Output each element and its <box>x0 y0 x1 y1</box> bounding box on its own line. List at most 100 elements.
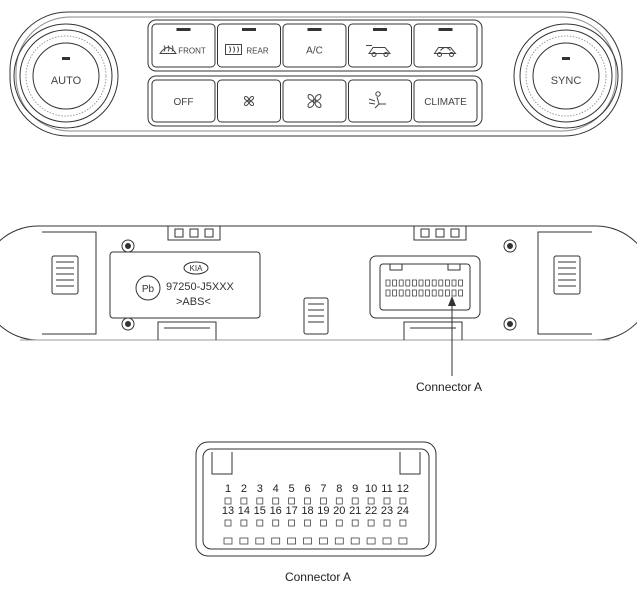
rear-pin <box>451 289 457 297</box>
fresh-air-icon <box>366 45 392 57</box>
climate-button-a-c[interactable]: A/C <box>282 23 347 68</box>
pin-3: 3 <box>256 483 264 505</box>
detail-bottom-teeth <box>223 537 408 545</box>
pin-socket <box>240 519 248 527</box>
left-side-connector <box>51 255 79 295</box>
button-face <box>282 23 347 68</box>
rear-pin <box>405 279 411 287</box>
pin-socket <box>335 497 343 505</box>
climate-button-front[interactable]: FRONT <box>151 23 216 68</box>
indicator-led <box>176 28 191 31</box>
left-end-pocket <box>42 231 97 335</box>
terminal-tooth <box>255 537 265 545</box>
connector-a-pin-block <box>385 279 464 297</box>
bottom-clip-right <box>403 321 463 340</box>
terminal-tooth <box>223 537 233 545</box>
pin-number: 16 <box>270 505 282 517</box>
top-clip-right <box>413 226 467 241</box>
front-defrost-icon <box>159 45 177 54</box>
indicator-led <box>242 28 256 31</box>
bottom-button-row-frame <box>147 75 483 127</box>
climate-button-off[interactable]: OFF <box>151 79 216 123</box>
pin-20: 20 <box>333 505 345 527</box>
climate-button-recirculation[interactable] <box>413 23 478 68</box>
pin-socket <box>256 519 264 527</box>
pin-socket <box>367 497 375 505</box>
pin-5: 5 <box>288 483 296 505</box>
panel-inner-outline <box>15 16 617 132</box>
rear-pin <box>431 279 437 287</box>
rear-pin <box>385 279 391 287</box>
pin-number: 9 <box>352 483 358 495</box>
fan-up-icon <box>307 94 322 108</box>
climate-button-rear[interactable]: REAR <box>217 23 281 68</box>
brand-logo-text: KIA <box>190 264 204 273</box>
pin-12: 12 <box>397 483 409 505</box>
button-face <box>282 79 347 123</box>
pin-4: 4 <box>272 483 280 505</box>
rear-pin <box>385 289 391 297</box>
pin-number: 13 <box>222 505 234 517</box>
pin-number: 6 <box>304 483 310 495</box>
button-face <box>413 23 478 68</box>
rear-pin <box>411 279 417 287</box>
indicator-led <box>373 28 387 31</box>
pin-23: 23 <box>381 505 393 527</box>
pin-socket <box>351 519 359 527</box>
rear-pin <box>451 279 457 287</box>
auto-knob-label: AUTO <box>51 75 82 87</box>
pin-number: 24 <box>397 505 409 517</box>
lead-free-mark <box>135 275 161 301</box>
pin-number: 7 <box>320 483 326 495</box>
panel-outline <box>9 11 623 137</box>
top-clip-left <box>167 226 221 241</box>
pin-socket <box>288 519 296 527</box>
climate-button-fresh-air[interactable] <box>348 23 412 68</box>
climate-button-fan-up[interactable] <box>282 79 347 123</box>
pin-number: 23 <box>381 505 393 517</box>
rear-pin <box>418 289 424 297</box>
climate-button-climate[interactable]: CLIMATE <box>413 79 478 123</box>
button-face <box>151 23 216 68</box>
pin-number: 17 <box>285 505 297 517</box>
pin-socket <box>224 497 232 505</box>
climate-button-mode[interactable] <box>348 79 412 123</box>
pin-number: 1 <box>225 483 231 495</box>
indicator-led <box>438 28 453 31</box>
sync-knob[interactable]: SYNC <box>513 23 619 129</box>
pin-19: 19 <box>317 505 330 527</box>
material-code: >ABS< <box>176 296 211 308</box>
terminal-tooth <box>366 537 376 545</box>
rear-pin <box>425 279 431 287</box>
pin-9: 9 <box>351 483 359 505</box>
pin-2: 2 <box>240 483 248 505</box>
bottom-clip-left <box>157 321 217 340</box>
pin-socket <box>351 497 359 505</box>
part-number: 97250-J5XXX <box>166 281 235 293</box>
knob-indicator <box>62 57 70 60</box>
pin-18: 18 <box>301 505 314 527</box>
pin-24: 24 <box>397 505 409 527</box>
climate-button-fan-down[interactable] <box>217 79 281 123</box>
rear-pin <box>458 289 464 297</box>
pin-22: 22 <box>365 505 377 527</box>
pin-13: 13 <box>222 505 234 527</box>
detail-latch-left <box>211 452 233 475</box>
pin-7: 7 <box>319 483 327 505</box>
terminal-tooth <box>318 537 328 545</box>
button-label: CLIMATE <box>424 97 467 108</box>
pin-number: 19 <box>317 505 329 517</box>
pin-17: 17 <box>285 505 298 527</box>
pin-number: 21 <box>349 505 361 517</box>
pin-socket <box>240 497 248 505</box>
pin-number: 11 <box>381 483 392 495</box>
terminal-tooth <box>303 537 312 545</box>
button-label: A/C <box>306 46 323 57</box>
rear-pin <box>392 289 398 297</box>
auto-knob[interactable]: AUTO <box>13 23 119 129</box>
rear-pin <box>444 289 450 297</box>
pin-socket <box>288 497 296 505</box>
screw <box>503 317 517 331</box>
